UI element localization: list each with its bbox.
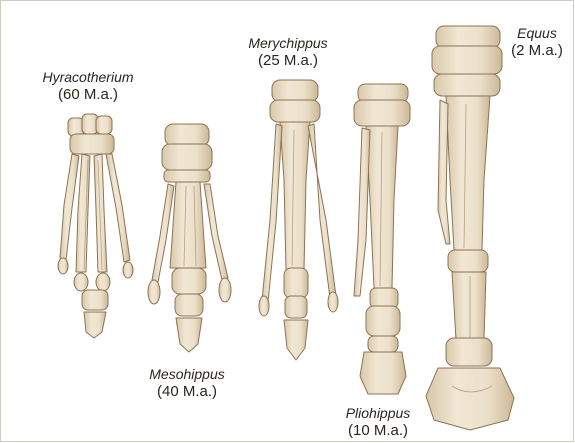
merychippus-age: (25 M.a.) [226,52,350,70]
equus-age: (2 M.a.) [502,42,572,60]
label-merychippus: Merychippus (25 M.a.) [226,35,350,70]
mesohippus-age: (40 M.a.) [132,383,242,401]
equus-foot-bones [426,26,514,430]
merychippus-foot-bones [259,80,338,360]
label-pliohippus: Pliohippus (10 M.a.) [330,405,426,440]
mesohippus-name: Mesohippus [132,366,242,383]
pliohippus-name: Pliohippus [330,405,426,422]
equus-name: Equus [502,25,572,42]
hyracotherium-foot-bones [58,114,133,338]
pliohippus-foot-bones [354,84,410,394]
mesohippus-foot-bones [148,124,231,352]
label-mesohippus: Mesohippus (40 M.a.) [132,366,242,401]
merychippus-name: Merychippus [226,35,350,52]
hyracotherium-age: (60 M.a.) [22,86,154,104]
label-hyracotherium: Hyracotherium (60 M.a.) [22,69,154,104]
label-equus: Equus (2 M.a.) [502,25,572,60]
pliohippus-age: (10 M.a.) [330,422,426,440]
hyracotherium-name: Hyracotherium [22,69,154,86]
